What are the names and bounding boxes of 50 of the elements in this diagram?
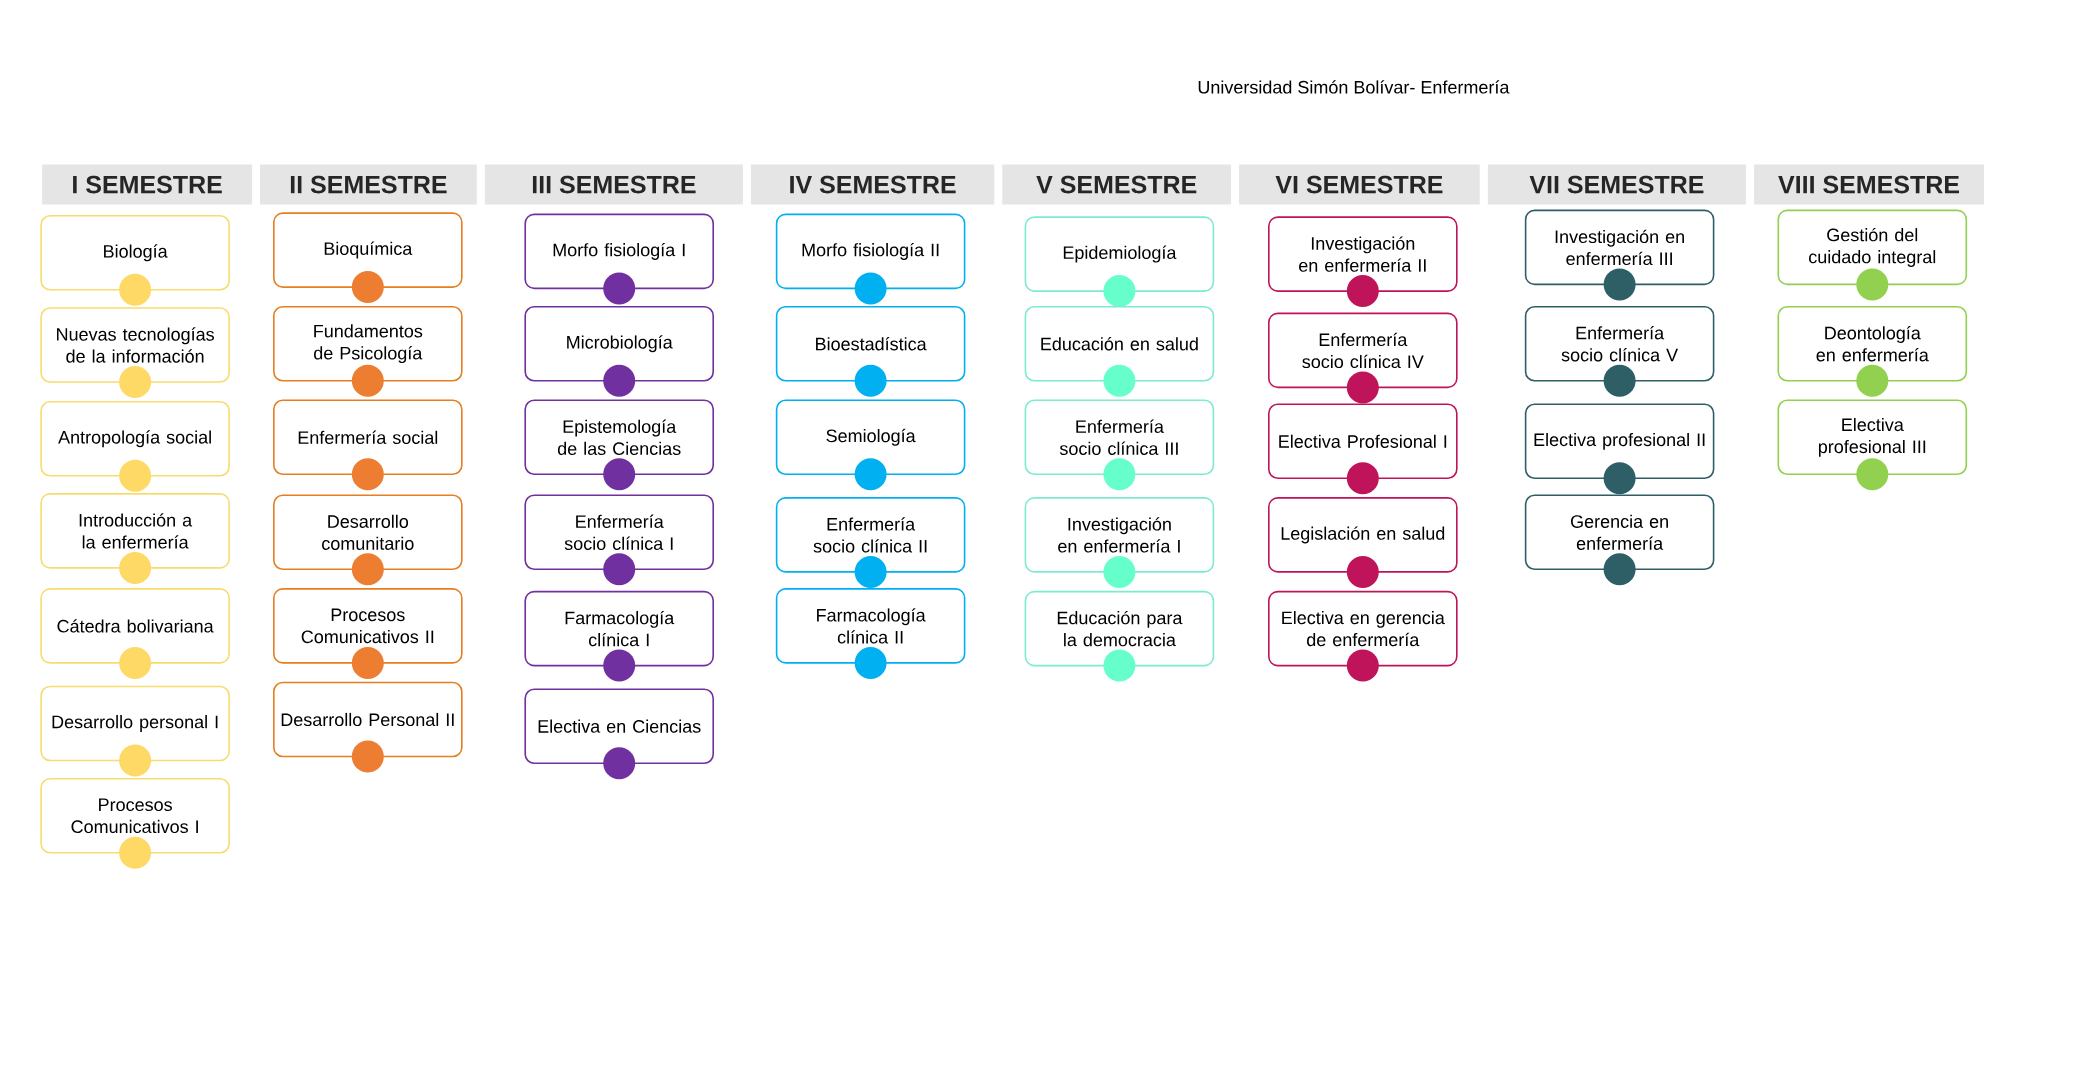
course-box: Morfo fisiología II <box>775 213 966 305</box>
course-box: Deontología en enfermería <box>1777 305 1968 397</box>
course-box: Introducción a la enfermería <box>40 493 230 584</box>
course-box: Electiva en gerencia de enfermería <box>1268 590 1458 682</box>
semester-header: VII SEMESTRE <box>1487 164 1746 205</box>
course-box: Nuevas tecnologías de la información <box>40 307 230 398</box>
course-box: Farmacología clínica II <box>775 588 966 679</box>
course-box: Gestión del cuidado integral <box>1777 209 1968 301</box>
semester-header: IV SEMESTRE <box>750 164 995 205</box>
course-box: Biología <box>40 215 230 306</box>
course-box: Procesos Comunicativos I <box>40 778 230 869</box>
semester-header: II SEMESTRE <box>260 164 477 205</box>
course-box: Morfo fisiología I <box>524 213 714 305</box>
course-box: Fundamentos de Psicología <box>273 305 463 397</box>
course-box: Enfermería social <box>273 399 463 491</box>
course-box: Microbiología <box>524 305 714 397</box>
course-box: Enfermería socio clínica II <box>775 497 966 588</box>
course-box: Enfermería socio clínica V <box>1524 305 1715 397</box>
title: Universidad Simón Bolívar- Enfermería <box>1198 80 1510 94</box>
course-box: Antropología social <box>40 400 230 492</box>
course-box: Epidemiología <box>1024 216 1215 308</box>
course-box: Enfermería socio clínica IV <box>1268 312 1458 404</box>
course-box: Investigación en enfermería III <box>1524 209 1715 301</box>
course-box: Educación en salud <box>1024 305 1215 397</box>
course-box: Gerencia en enfermería <box>1524 494 1715 586</box>
semester-header: VI SEMESTRE <box>1239 164 1480 205</box>
course-box: Enfermería socio clínica III <box>1024 399 1215 491</box>
course-box: Cátedra bolivariana <box>40 588 230 679</box>
course-box: Epistemología de las Ciencias <box>524 399 714 491</box>
course-box: Semiología <box>775 399 966 491</box>
course-box: Bioquímica <box>273 212 463 304</box>
semester-header: V SEMESTRE <box>1002 164 1232 205</box>
semester-header: III SEMESTRE <box>484 164 743 205</box>
course-box: Electiva Profesional I <box>1268 403 1458 495</box>
semester-header: VIII SEMESTRE <box>1754 164 1984 205</box>
course-box: Desarrollo Personal II <box>273 681 463 773</box>
course-box: Legislación en salud <box>1268 497 1458 588</box>
course-box: Investigación en enfermería II <box>1268 216 1458 308</box>
course-box: Desarrollo comunitario <box>273 494 463 586</box>
semester-header: I SEMESTRE <box>42 164 253 205</box>
course-box: Educación para la democracia <box>1024 590 1215 682</box>
course-box: Enfermería socio clínica I <box>524 494 714 586</box>
course-box: Bioestadística <box>775 305 966 397</box>
course-box: Procesos Comunicativos II <box>273 588 463 679</box>
course-box: Electiva profesional III <box>1777 399 1968 491</box>
course-box: Investigación en enfermería I <box>1024 497 1215 588</box>
course-box: Desarrollo personal I <box>40 685 230 777</box>
course-box: Farmacología clínica I <box>524 590 714 682</box>
course-box: Electiva profesional II <box>1524 403 1715 495</box>
course-box: Electiva en Ciencias <box>524 688 714 780</box>
